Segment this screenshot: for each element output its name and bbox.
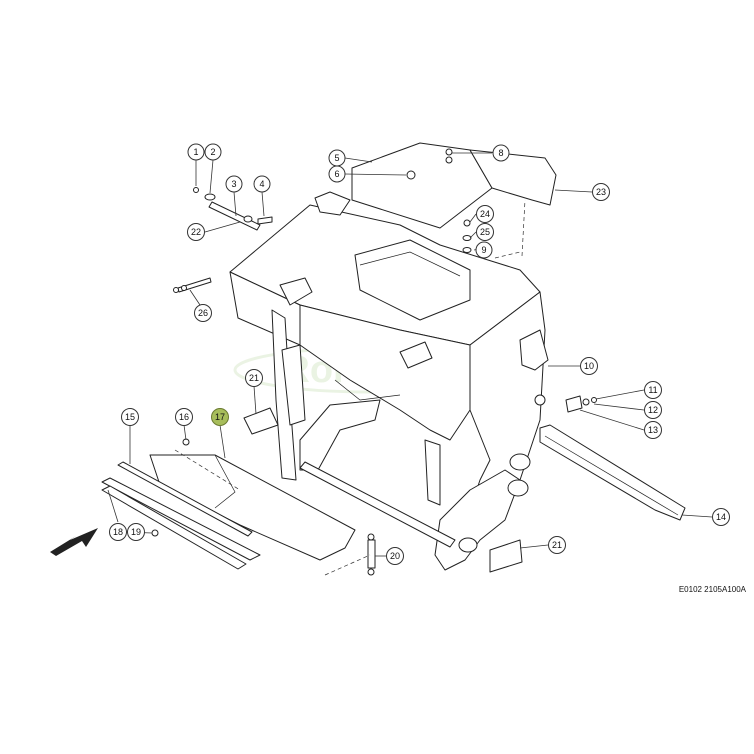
callout-label: 4: [259, 179, 264, 189]
callout-24[interactable]: 24: [476, 205, 494, 223]
bushing-11-12-13: [565, 395, 597, 413]
callout-label: 25: [480, 227, 490, 237]
callout-label: 26: [198, 308, 208, 318]
callout-label: 11: [648, 385, 657, 395]
callout-label: 8: [498, 148, 503, 158]
right-shield-14: [539, 424, 686, 521]
callout-label: 17: [215, 412, 225, 422]
callout-1[interactable]: 1: [187, 143, 205, 161]
callout-18[interactable]: 18: [109, 523, 127, 541]
callout-label: 23: [596, 187, 606, 197]
lower-shields: [101, 199, 526, 576]
callout-15[interactable]: 15: [121, 408, 139, 426]
callout-20[interactable]: 20: [386, 547, 404, 565]
main-frame: [229, 191, 549, 571]
callout-label: 18: [113, 527, 123, 537]
callout-8[interactable]: 8: [492, 144, 510, 162]
pin-assembly: [193, 187, 273, 231]
callout-14[interactable]: 14: [712, 508, 730, 526]
callout-label: 21: [249, 373, 259, 383]
callout-label: 14: [716, 512, 726, 522]
callout-label: 6: [334, 169, 339, 179]
callout-25[interactable]: 25: [476, 223, 494, 241]
callout-16[interactable]: 16: [175, 408, 193, 426]
callout-label: 1: [193, 147, 198, 157]
bolt-26: [173, 277, 212, 293]
callout-19[interactable]: 19: [127, 523, 145, 541]
callout-23[interactable]: 23: [592, 183, 610, 201]
callout-label: 20: [390, 551, 400, 561]
callout-2[interactable]: 2: [204, 143, 222, 161]
callout-4[interactable]: 4: [253, 175, 271, 193]
callout-21-upper[interactable]: 21: [245, 369, 263, 387]
callout-label: 24: [480, 209, 490, 219]
callout-17[interactable]: 17: [211, 408, 229, 426]
callout-label: 2: [210, 147, 215, 157]
callout-label: 16: [179, 412, 189, 422]
callout-3[interactable]: 3: [225, 175, 243, 193]
callout-label: 10: [584, 361, 594, 371]
callout-5[interactable]: 5: [328, 149, 346, 167]
callout-label: 5: [334, 153, 339, 163]
callout-11[interactable]: 11: [644, 381, 662, 399]
callout-label: 3: [231, 179, 236, 189]
callout-label: 21: [552, 540, 562, 550]
direction-arrow: [50, 528, 98, 556]
callout-22[interactable]: 22: [187, 223, 205, 241]
top-cover-plate: [351, 142, 557, 229]
callout-label: 9: [481, 245, 486, 255]
diagram-code: E0102 2105A100A: [678, 585, 746, 594]
callout-10[interactable]: 10: [580, 357, 598, 375]
callout-label: 12: [648, 405, 658, 415]
cross-shaft: [299, 461, 456, 548]
callout-26[interactable]: 26: [194, 304, 212, 322]
callout-label: 13: [648, 425, 658, 435]
callout-6[interactable]: 6: [328, 165, 346, 183]
callout-13[interactable]: 13: [644, 421, 662, 439]
callout-label: 19: [131, 527, 141, 537]
callout-label: 15: [125, 412, 135, 422]
callout-label: 22: [191, 227, 201, 237]
callout-9[interactable]: 9: [475, 241, 493, 259]
callout-21-lower[interactable]: 21: [548, 536, 566, 554]
callout-12[interactable]: 12: [644, 401, 662, 419]
